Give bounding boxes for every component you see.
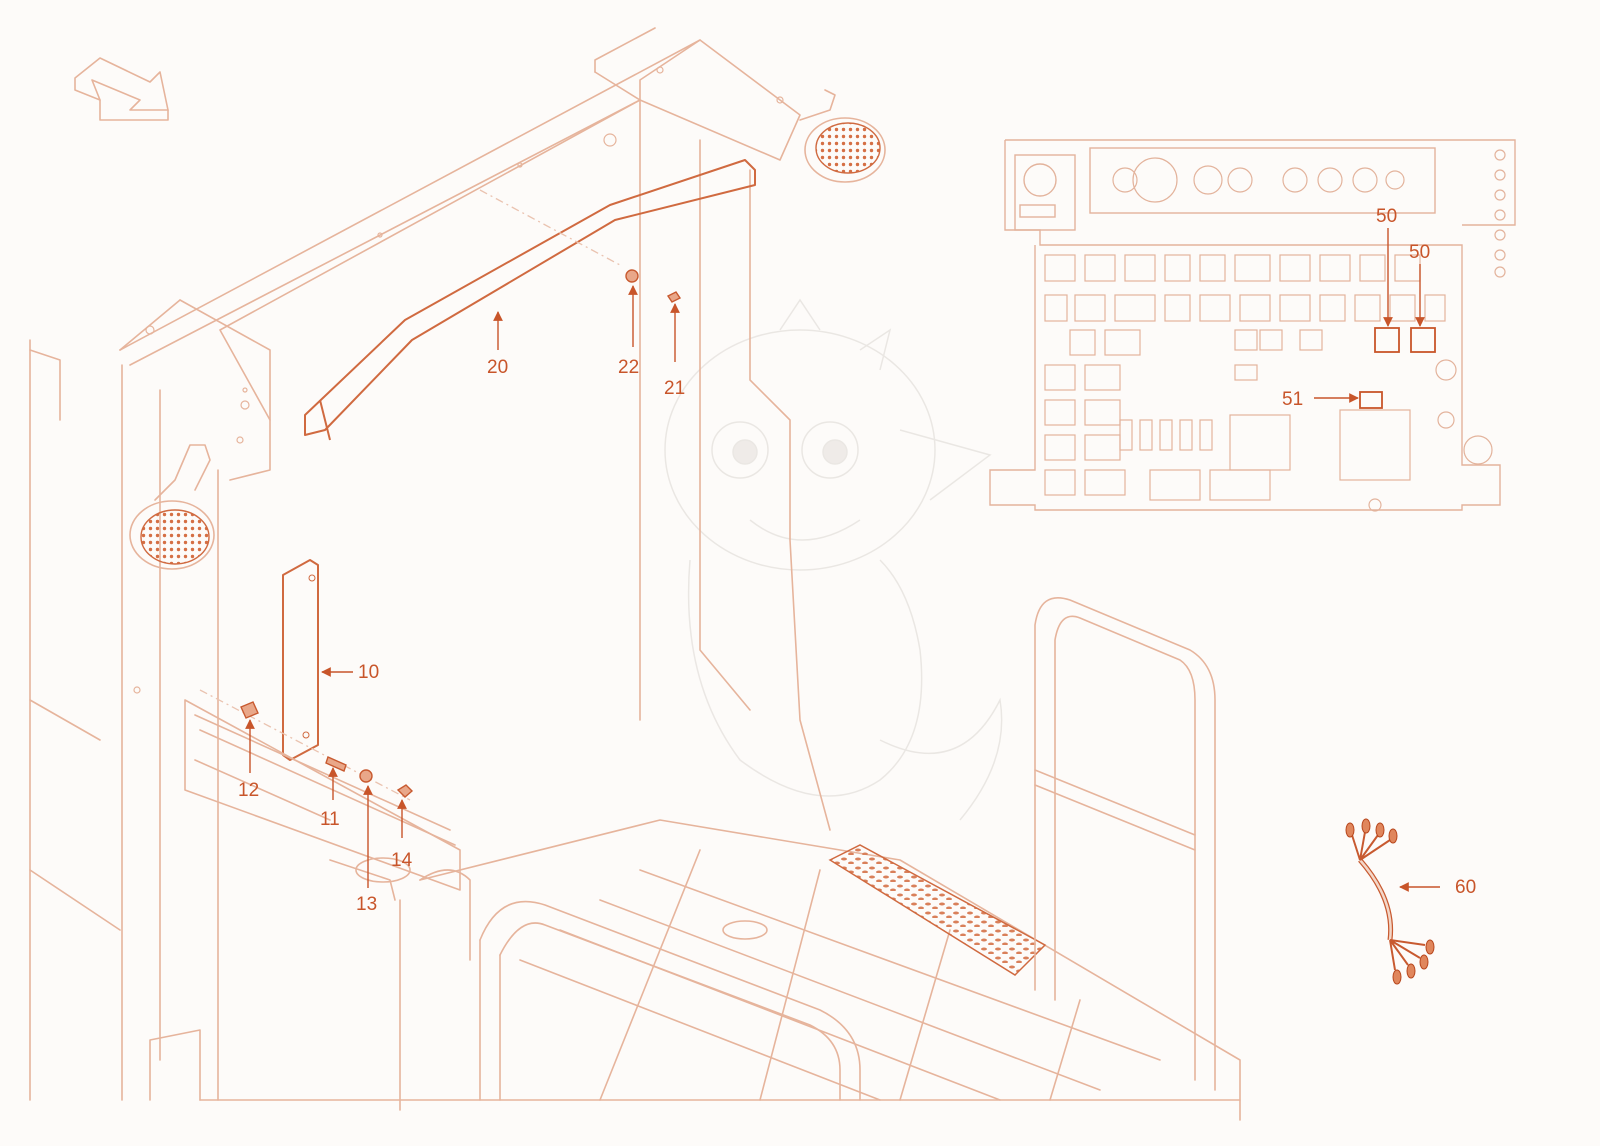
callout-21: 21: [664, 378, 685, 399]
direction-arrow-icon: [74, 57, 169, 121]
mount-plate: [184, 689, 461, 901]
callout-22: 22: [618, 357, 639, 378]
part-14-nut: [396, 784, 414, 798]
callout-11: 11: [320, 809, 340, 830]
callout-12: 12: [238, 780, 259, 801]
callout-20: 20: [487, 357, 508, 378]
part-13-washer: [359, 769, 373, 783]
work-lamp-left: [129, 444, 215, 570]
grab-rails: [419, 597, 1216, 1101]
dragon-watermark-icon: [664, 298, 1003, 821]
callout-14: 14: [391, 850, 413, 871]
part-21-screw: [666, 291, 682, 303]
part-20-bracket: [304, 159, 756, 441]
step-tread: [828, 844, 1047, 976]
part-22-nut: [625, 269, 639, 283]
callout-50-b: 50: [1409, 242, 1430, 263]
control-module: [989, 139, 1516, 512]
part-60-harness: [1345, 818, 1435, 985]
part-11-bolt: [325, 756, 347, 772]
callout-51: 51: [1282, 389, 1303, 410]
part-12-spacer: [240, 701, 259, 719]
part-50-relay-b: [1410, 327, 1436, 353]
part-51-fuse: [1359, 391, 1383, 409]
part-10-cover: [282, 559, 319, 761]
part-50-relay-a: [1374, 327, 1400, 353]
cab-floor: [149, 819, 1241, 1121]
leader-lines: [245, 228, 1440, 892]
work-lamp-right: [799, 89, 886, 183]
callout-10: 10: [358, 662, 379, 683]
cab-frame: [29, 27, 831, 1101]
callout-50-a: 50: [1376, 206, 1397, 227]
callout-13: 13: [356, 894, 377, 915]
callout-60: 60: [1455, 877, 1476, 898]
